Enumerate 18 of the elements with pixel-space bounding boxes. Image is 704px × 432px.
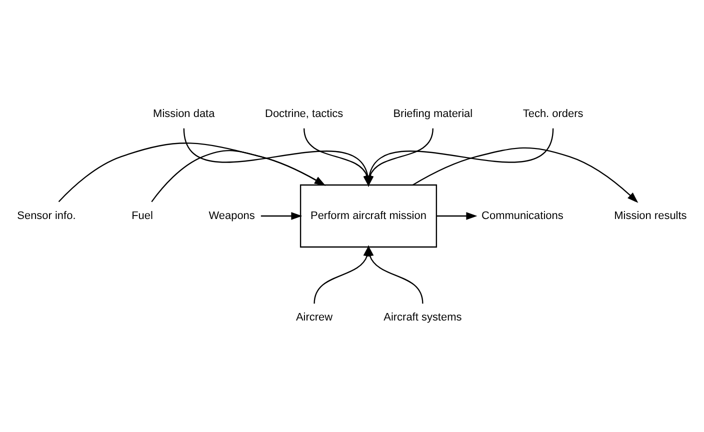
node-text: Weapons (208, 210, 255, 222)
arrow (436, 212, 478, 220)
node-text: Mission results (614, 210, 687, 222)
node-text: Tech. orders (522, 108, 584, 120)
node-text: Aircraft systems (384, 312, 462, 324)
arrow (260, 212, 302, 220)
node-box: Perform aircraft mission (300, 184, 438, 248)
node-text: Sensor info. (17, 210, 76, 222)
node-text: Mission data (153, 108, 215, 120)
node-text: Aircrew (296, 312, 333, 324)
node-text: Fuel (132, 210, 153, 222)
arrow (151, 150, 326, 202)
node-text: Communications (482, 210, 564, 222)
node-text: Doctrine, tactics (265, 108, 344, 120)
arrow (412, 147, 638, 203)
arrow (58, 142, 326, 202)
node-text: Briefing material (393, 108, 473, 120)
arrow (366, 245, 424, 304)
